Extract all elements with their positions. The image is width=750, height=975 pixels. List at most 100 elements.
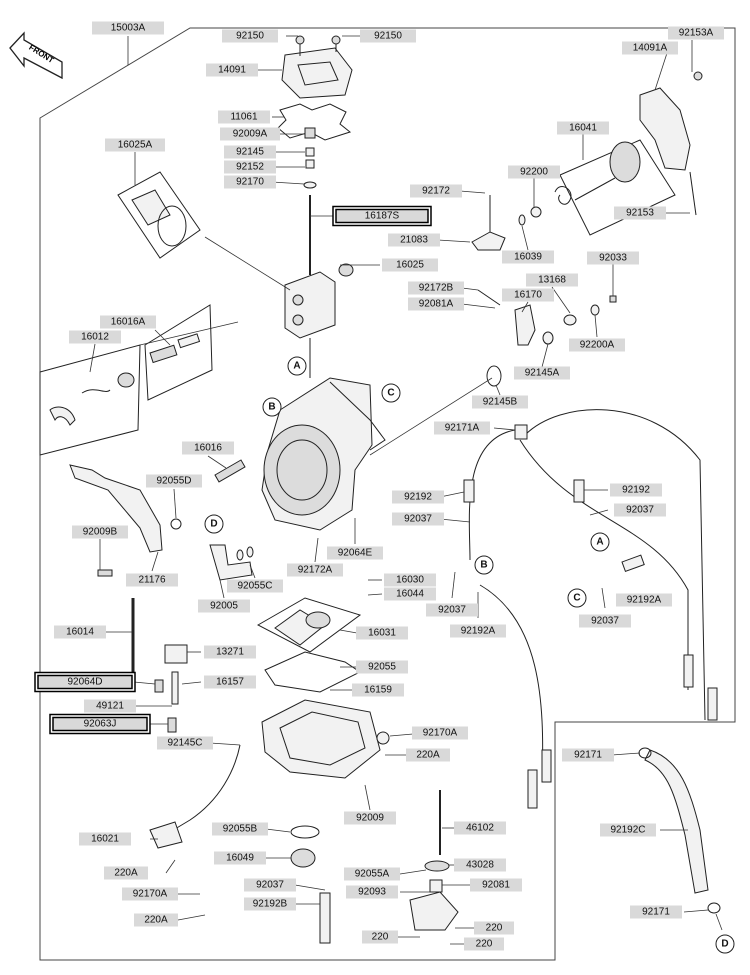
part-number-text: 92037 <box>626 505 654 516</box>
part-number-text: 92192B <box>253 899 288 910</box>
part-label-15003a[interactable]: 15003A <box>92 21 164 35</box>
part-label-92145b[interactable]: 92145B <box>472 395 528 409</box>
part-label-92037e[interactable]: 92037 <box>244 878 296 892</box>
part-label-43028[interactable]: 43028 <box>454 858 506 872</box>
part-label-16021[interactable]: 16021 <box>79 832 131 846</box>
part-label-92200[interactable]: 92200 <box>508 165 560 179</box>
part-number-text: 92171A <box>445 423 480 434</box>
part-label-92064e[interactable]: 92064E <box>327 546 383 560</box>
part-number-text: 16049 <box>226 853 254 864</box>
part-label-92009a[interactable]: 92009A <box>220 127 280 141</box>
part-label-92172b[interactable]: 92172B <box>408 281 464 295</box>
part-label-16041[interactable]: 16041 <box>557 121 609 135</box>
part-label-92064d[interactable]: 92064D <box>34 671 136 693</box>
cable-part <box>69 464 163 553</box>
part-label-92170[interactable]: 92170 <box>224 175 276 189</box>
part-label-92171a[interactable]: 92171A <box>434 421 490 435</box>
part-label-16039[interactable]: 16039 <box>502 250 554 264</box>
part-label-92192a[interactable]: 92192A <box>616 593 672 607</box>
part-label-92170aa[interactable]: 92170A <box>122 887 178 901</box>
part-label-92037c[interactable]: 92037 <box>426 603 478 617</box>
part-label-92150a[interactable]: 92150 <box>222 29 278 43</box>
pump-cover-part <box>409 891 459 931</box>
part-label-92055a[interactable]: 92055A <box>344 867 400 881</box>
part-label-49121[interactable]: 49121 <box>84 699 136 713</box>
part-label-92145[interactable]: 92145 <box>224 145 276 159</box>
part-label-92152[interactable]: 92152 <box>224 160 276 174</box>
part-label-220e[interactable]: 220 <box>362 930 398 944</box>
part-label-92192b[interactable]: 92192 <box>610 483 662 497</box>
part-label-92200a[interactable]: 92200A <box>569 338 625 352</box>
part-label-16012[interactable]: 16012 <box>69 330 121 344</box>
part-label-92055[interactable]: 92055 <box>356 660 408 674</box>
part-label-92145a[interactable]: 92145A <box>514 366 570 380</box>
part-label-92171b[interactable]: 92171 <box>630 905 682 919</box>
washer-part <box>303 181 317 189</box>
part-number-text: 92037 <box>256 880 284 891</box>
part-label-16049[interactable]: 16049 <box>214 851 266 865</box>
part-label-92055c[interactable]: 92055C <box>227 579 283 593</box>
part-label-14091a[interactable]: 14091A <box>622 41 678 55</box>
part-label-220f[interactable]: 220 <box>464 937 504 951</box>
part-label-21176[interactable]: 21176 <box>126 573 178 587</box>
fuel-hoses-part <box>463 409 718 809</box>
part-label-92033[interactable]: 92033 <box>587 251 639 265</box>
part-label-92150b[interactable]: 92150 <box>360 29 416 43</box>
part-label-92172a[interactable]: 92172A <box>287 563 343 577</box>
part-label-220a[interactable]: 220A <box>406 748 450 762</box>
part-label-92153a[interactable]: 92153A <box>668 26 724 40</box>
part-label-92037a[interactable]: 92037 <box>392 512 444 526</box>
bolt-part <box>693 71 703 81</box>
callout-letter: C <box>387 388 394 399</box>
part-label-92172[interactable]: 92172 <box>410 184 462 198</box>
part-label-16016[interactable]: 16016 <box>182 441 234 455</box>
part-label-92192c[interactable]: 92192C <box>600 823 656 837</box>
part-number-text: 16025 <box>396 260 424 271</box>
part-label-220b[interactable]: 220A <box>104 866 148 880</box>
part-label-16014[interactable]: 16014 <box>54 625 106 639</box>
part-label-16157[interactable]: 16157 <box>204 675 256 689</box>
part-label-16044[interactable]: 16044 <box>384 587 436 601</box>
part-label-92170a[interactable]: 92170A <box>412 726 468 740</box>
part-label-16025[interactable]: 16025 <box>382 258 438 272</box>
part-label-13168[interactable]: 13168 <box>526 273 578 287</box>
part-label-92055d[interactable]: 92055D <box>146 474 202 488</box>
part-number-text: 16016A <box>111 317 146 328</box>
part-label-92145c[interactable]: 92145C <box>157 736 213 750</box>
part-label-16159[interactable]: 16159 <box>352 683 404 697</box>
part-label-16025a[interactable]: 16025A <box>105 138 165 152</box>
bracket-part <box>639 87 691 171</box>
callout-letter: D <box>721 939 728 950</box>
part-label-220d[interactable]: 220 <box>474 921 514 935</box>
part-label-16170[interactable]: 16170 <box>502 288 554 302</box>
part-label-92192aa[interactable]: 92192A <box>450 624 506 638</box>
part-label-92009[interactable]: 92009 <box>344 811 396 825</box>
part-number-text: 92145B <box>483 397 518 408</box>
part-label-16187s[interactable]: 16187S <box>332 205 432 227</box>
part-label-92192a[interactable]: 92192 <box>392 490 444 504</box>
part-label-92153[interactable]: 92153 <box>614 206 666 220</box>
part-number-text: 92063J <box>84 719 117 730</box>
part-label-92192b[interactable]: 92192B <box>244 897 296 911</box>
part-label-16016a[interactable]: 16016A <box>100 315 156 329</box>
part-label-92037b[interactable]: 92037 <box>614 503 666 517</box>
part-label-92037d[interactable]: 92037 <box>579 614 631 628</box>
part-label-92063j[interactable]: 92063J <box>49 713 151 735</box>
part-label-21083[interactable]: 21083 <box>388 233 440 247</box>
part-label-46102[interactable]: 46102 <box>454 821 506 835</box>
part-label-92081[interactable]: 92081 <box>470 878 522 892</box>
part-label-13271[interactable]: 13271 <box>204 645 256 659</box>
part-label-92093[interactable]: 92093 <box>346 885 398 899</box>
part-label-92081a[interactable]: 92081A <box>408 297 464 311</box>
spring-part <box>305 159 315 169</box>
part-label-220c[interactable]: 220A <box>134 913 178 927</box>
part-label-14091[interactable]: 14091 <box>206 63 258 77</box>
part-label-11061[interactable]: 11061 <box>218 110 270 124</box>
part-label-92171a[interactable]: 92171 <box>562 748 614 762</box>
part-label-92055b[interactable]: 92055B <box>212 822 268 836</box>
part-number-text: 16021 <box>91 834 119 845</box>
part-label-92005[interactable]: 92005 <box>198 599 250 613</box>
part-label-16030[interactable]: 16030 <box>384 573 436 587</box>
part-label-16031[interactable]: 16031 <box>356 626 408 640</box>
part-label-92009b[interactable]: 92009B <box>72 525 128 539</box>
